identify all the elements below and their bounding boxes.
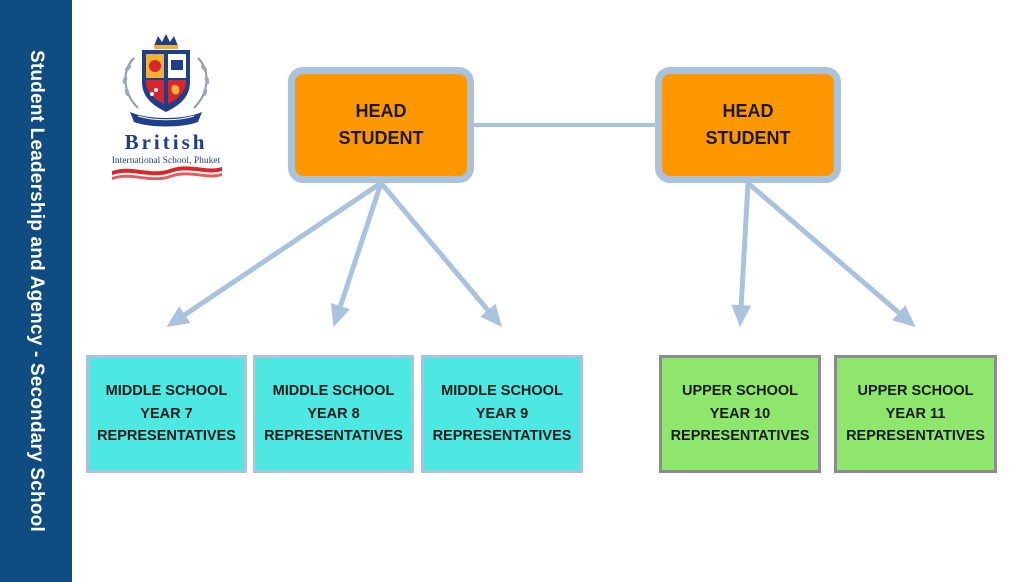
rep-label-year-10: UPPER SCHOOL YEAR 10 REPRESENTATIVES (670, 383, 810, 445)
rep-label-year-7: MIDDLE SCHOOL YEAR 7 REPRESENTATIVES (97, 383, 236, 445)
rep-label-year-11: UPPER SCHOOL YEAR 11 REPRESENTATIVES (846, 383, 985, 445)
logo-subtitle: International School, Phuket (111, 156, 221, 166)
head-student-left: HEAD STUDENT (288, 67, 474, 183)
rep-label-year-9: MIDDLE SCHOOL YEAR 9 REPRESENTATIVES (432, 383, 572, 445)
head-student-left-label: HEAD STUDENT (338, 101, 424, 148)
connector-head-left-to-year-8 (338, 182, 384, 307)
logo-name: British (124, 130, 208, 154)
connector-head-right-to-year-11 (746, 181, 901, 315)
connector-head-right-to-year-10-arrowhead (731, 304, 752, 327)
head-student-right-label: HEAD STUDENT (705, 101, 791, 148)
school-logo: British International School, Phuket (104, 30, 228, 180)
side-banner: Student Leadership and Agency - Secondar… (0, 0, 72, 582)
connector-head-left-to-year-9-arrowhead (480, 303, 502, 327)
connector-head-left-to-year-9 (379, 181, 490, 312)
connector-head-right-to-year-11-arrowhead (892, 305, 916, 327)
connector-head-left-to-year-7-arrowhead (166, 306, 191, 327)
connector-head-right-to-year-10 (738, 182, 751, 306)
rep-box-year-11: UPPER SCHOOL YEAR 11 REPRESENTATIVES (834, 355, 997, 473)
rep-box-year-9: MIDDLE SCHOOL YEAR 9 REPRESENTATIVES (421, 355, 583, 473)
rep-box-year-7: MIDDLE SCHOOL YEAR 7 REPRESENTATIVES (86, 355, 247, 473)
connector-head-left-to-year-8-arrowhead (330, 302, 350, 327)
rep-label-year-8: MIDDLE SCHOOL YEAR 8 REPRESENTATIVES (264, 383, 403, 445)
head-student-right: HEAD STUDENT (655, 67, 841, 183)
connector-head-left-to-year-7 (183, 180, 383, 317)
logo-waves (112, 166, 222, 180)
school-crest-icon (122, 34, 210, 127)
rep-box-year-8: MIDDLE SCHOOL YEAR 8 REPRESENTATIVES (253, 355, 414, 473)
rep-box-year-10: UPPER SCHOOL YEAR 10 REPRESENTATIVES (659, 355, 821, 473)
